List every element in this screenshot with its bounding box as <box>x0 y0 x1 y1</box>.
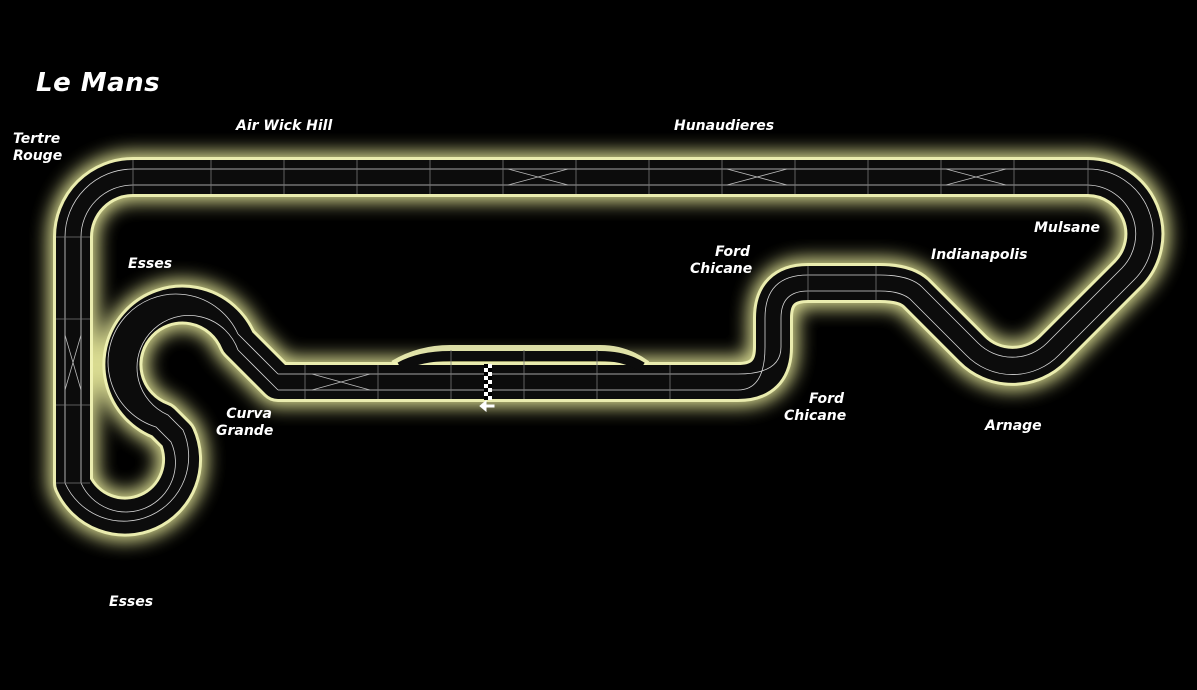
label-air-wick-hill: Air Wick Hill <box>236 118 333 134</box>
lane-inner <box>133 184 1137 391</box>
label-esses-bottom: Esses <box>109 594 154 610</box>
label-indianapolis: Indianapolis <box>931 247 1028 263</box>
label-curva-grande: Curva Grande <box>216 406 274 439</box>
label-esses-top: Esses <box>128 256 173 272</box>
label-hunaudieres: Hunaudieres <box>674 118 775 134</box>
label-ford-chicane-bottom: Ford Chicane <box>784 391 847 424</box>
label-arnage: Arnage <box>985 418 1042 434</box>
crossover-marks <box>64 168 1007 391</box>
label-tertre-rouge: Tertre Rouge <box>13 131 63 164</box>
track-title: Le Mans <box>36 68 161 98</box>
track-surface <box>56 160 1162 534</box>
start-finish-line <box>479 364 495 413</box>
segment-ticks <box>56 160 1089 484</box>
lane-outer <box>133 168 1154 375</box>
label-mulsane: Mulsane <box>1034 220 1100 236</box>
label-ford-chicane-top: Ford Chicane <box>690 244 753 277</box>
